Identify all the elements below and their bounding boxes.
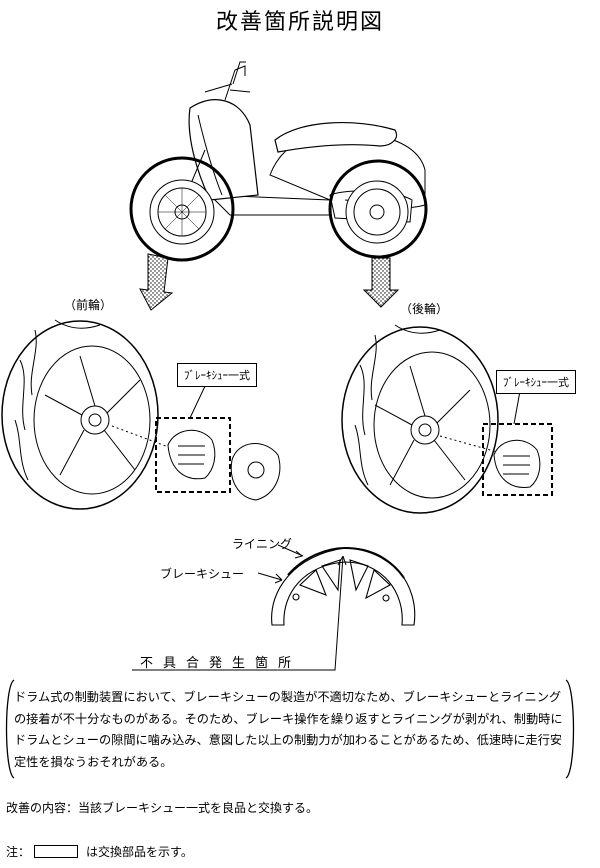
rear-arrow	[362, 257, 400, 308]
improvement-text: 改善の内容：当該ブレーキシュー一式を良品と交換する。	[6, 801, 319, 815]
front-arrow	[139, 253, 174, 311]
front-brake-shoe-set-callout: ﾌﾞﾚｰｷｼｭｰ一式	[177, 363, 257, 387]
lining-arrowhead	[294, 550, 303, 559]
rear-brake-shoe-set-callout: ﾌﾞﾚｰｷｼｭｰ一式	[496, 370, 576, 394]
defect-arrowhead	[337, 555, 347, 566]
brake-shoe-label: ブレーキシュー	[160, 567, 245, 581]
brake-shoe-leader	[257, 572, 283, 581]
note-line: 注： は交換部品を示す。	[6, 843, 193, 860]
defect-description: ドラム式の制動装置において、ブレーキシューの製造が不適切なため、ブレーキシューと…	[14, 690, 563, 769]
defect-location-label: 不具合発生箇所	[140, 656, 302, 671]
replacement-part-box-legend	[34, 845, 79, 858]
rear-wheel-assembly-illustration	[341, 324, 553, 514]
rear-wheel-label: （後輪）	[400, 302, 449, 316]
brake-shoe-illustration	[271, 546, 416, 626]
page-title: 改善箇所説明図	[215, 10, 384, 35]
scooter-illustration	[149, 61, 426, 245]
lining-label: ライニング	[232, 537, 293, 551]
description-left-bracket	[5, 679, 15, 779]
note-suffix: は交換部品を示す。	[86, 845, 193, 859]
front-wheel-assembly-illustration	[1, 319, 281, 510]
lining-leader	[277, 544, 304, 557]
brake-shoe-arrowhead	[274, 573, 283, 584]
front-callout-leader	[189, 383, 207, 419]
front-wheel-highlight-circle	[129, 156, 235, 262]
defect-leader	[132, 555, 344, 671]
description-right-bracket	[565, 679, 575, 779]
rear-callout-leader	[513, 390, 521, 425]
front-wheel-label: （前輪）	[64, 298, 113, 312]
rear-wheel-highlight-circle	[328, 159, 428, 259]
note-prefix: 注：	[6, 845, 31, 859]
